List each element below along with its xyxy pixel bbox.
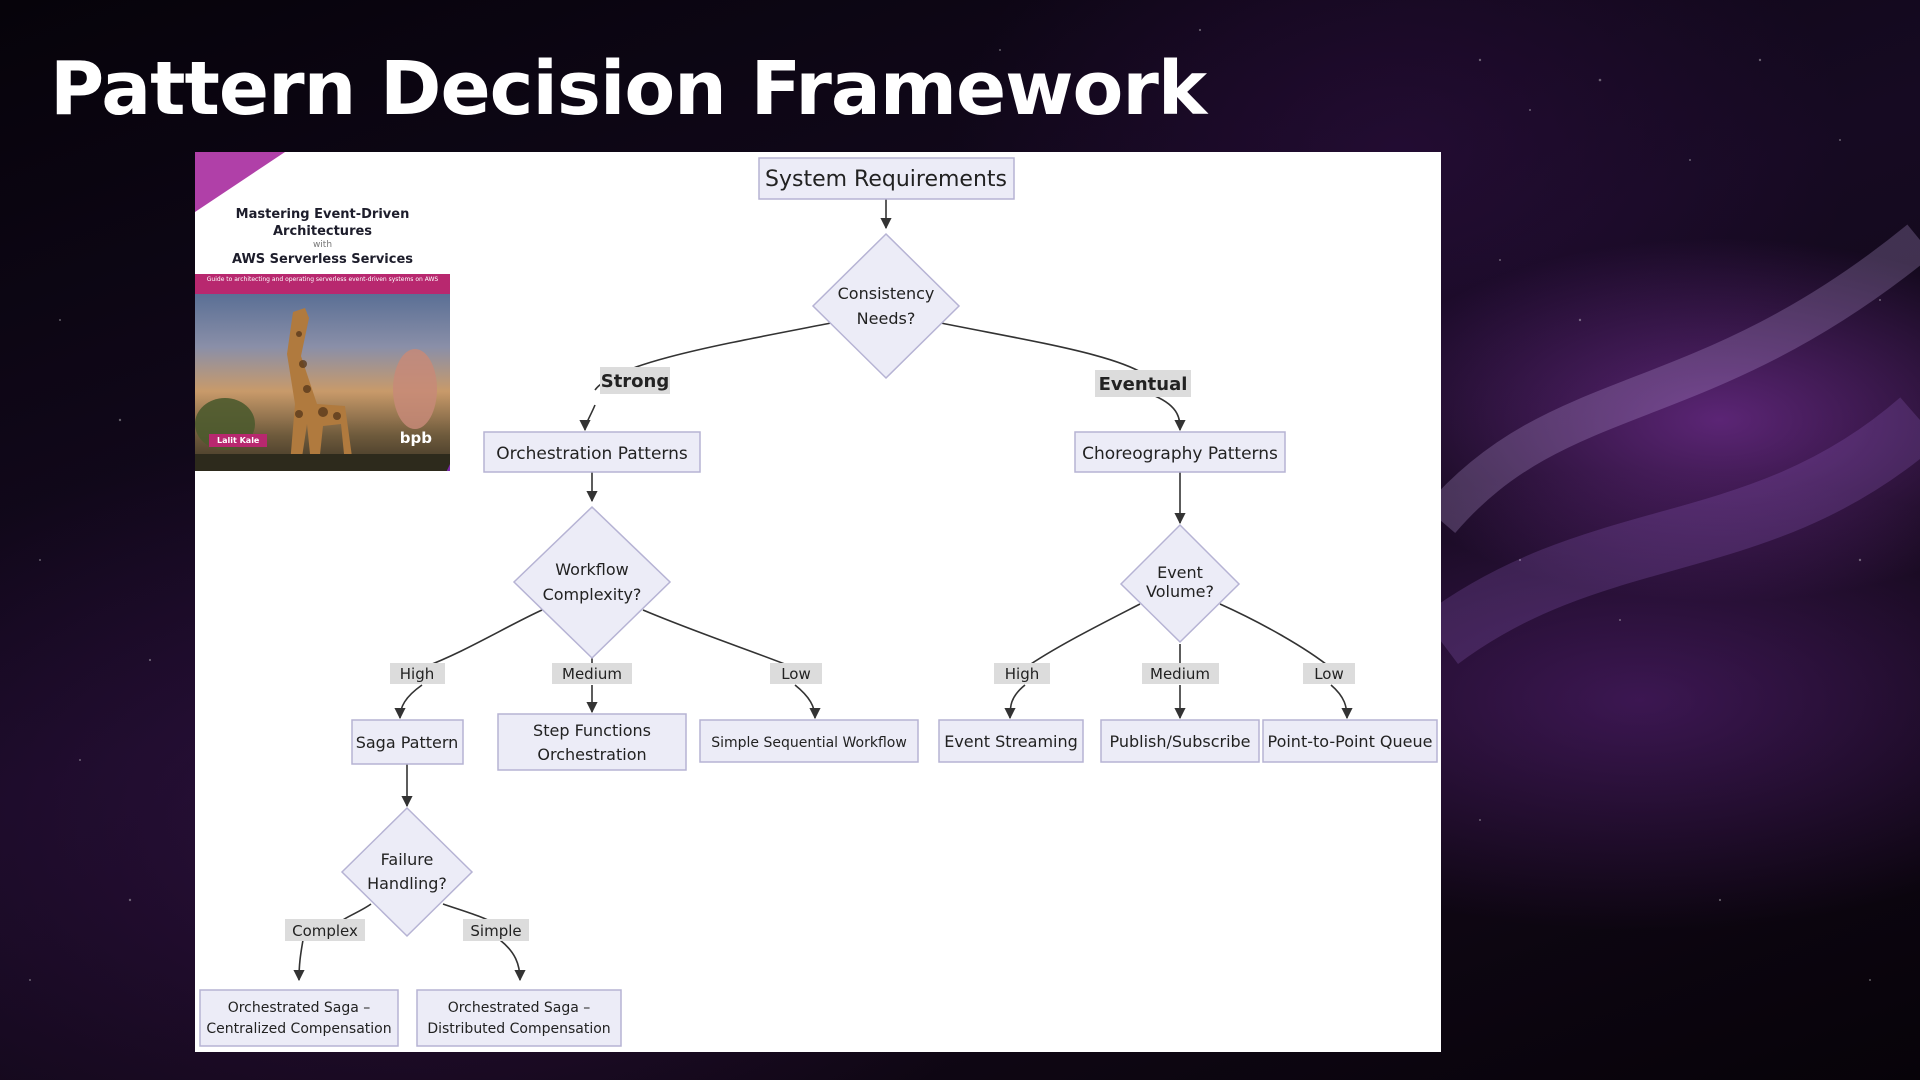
diagram-panel: Mastering Event-Driven Architectures wit… [195, 152, 1441, 1052]
edge-label-ev-low: Low [1314, 665, 1344, 683]
edge-low-queue [1331, 685, 1347, 718]
decision-workflow-line1: Workflow [555, 560, 628, 579]
node-system-requirements-label: System Requirements [765, 167, 1007, 192]
node-saga-label: Saga Pattern [356, 733, 459, 752]
decision-failure [342, 808, 472, 936]
node-step-functions-line2: Orchestration [537, 745, 646, 764]
edge-simple-distributed [500, 940, 520, 980]
edge-label-ev-medium: Medium [1150, 665, 1210, 683]
edge-label-wf-medium: Medium [562, 665, 622, 683]
decision-failure-line1: Failure [381, 850, 434, 869]
decision-workflow-line2: Complexity? [543, 585, 642, 604]
node-pubsub-label: Publish/Subscribe [1109, 732, 1250, 751]
edge-strong-orchestration [585, 405, 595, 430]
edge-label-eventual: Eventual [1099, 374, 1188, 395]
edge-volume-low [1220, 604, 1331, 668]
node-event-streaming-label: Event Streaming [944, 732, 1078, 751]
slide-title: Pattern Decision Framework [50, 52, 1206, 126]
node-step-functions-line1: Step Functions [533, 721, 651, 740]
node-saga-centralized-line1: Orchestrated Saga – [228, 1000, 371, 1016]
node-choreography-label: Choreography Patterns [1082, 444, 1278, 464]
edge-label-wf-low: Low [781, 665, 811, 683]
edge-label-ev-high: High [1005, 665, 1039, 683]
edge-workflow-low [643, 610, 795, 668]
edge-label-strong: Strong [601, 371, 670, 392]
edge-high-streaming [1010, 685, 1025, 718]
edge-label-wf-high: High [400, 665, 434, 683]
node-saga-centralized [200, 990, 398, 1046]
edge-label-simple: Simple [470, 922, 521, 940]
edge-low-simple [795, 685, 815, 718]
node-orchestration-label: Orchestration Patterns [496, 444, 688, 464]
decision-consistency [813, 234, 959, 378]
decision-consistency-line1: Consistency [838, 284, 935, 303]
edge-workflow-high [422, 610, 542, 668]
edge-high-saga [400, 685, 422, 718]
node-simple-sequential-label: Simple Sequential Workflow [711, 735, 907, 751]
node-saga-distributed-line2: Distributed Compensation [427, 1021, 610, 1037]
decision-consistency-line2: Needs? [857, 309, 916, 328]
node-saga-distributed [417, 990, 621, 1046]
edge-complex-central [299, 940, 303, 980]
node-saga-centralized-line2: Centralized Compensation [206, 1021, 391, 1037]
decision-tree-diagram: System Requirements Consistency Needs? S… [195, 152, 1441, 1052]
decision-volume-line1: Event [1157, 563, 1203, 582]
edge-label-complex: Complex [292, 922, 358, 940]
decision-failure-line2: Handling? [367, 874, 447, 893]
node-p2p-label: Point-to-Point Queue [1267, 732, 1432, 751]
decision-workflow [514, 507, 670, 658]
edge-volume-high [1025, 604, 1140, 668]
edge-eventual-choreography [1155, 396, 1180, 430]
decision-volume-line2: Volume? [1146, 582, 1214, 601]
node-saga-distributed-line1: Orchestrated Saga – [448, 1000, 591, 1016]
